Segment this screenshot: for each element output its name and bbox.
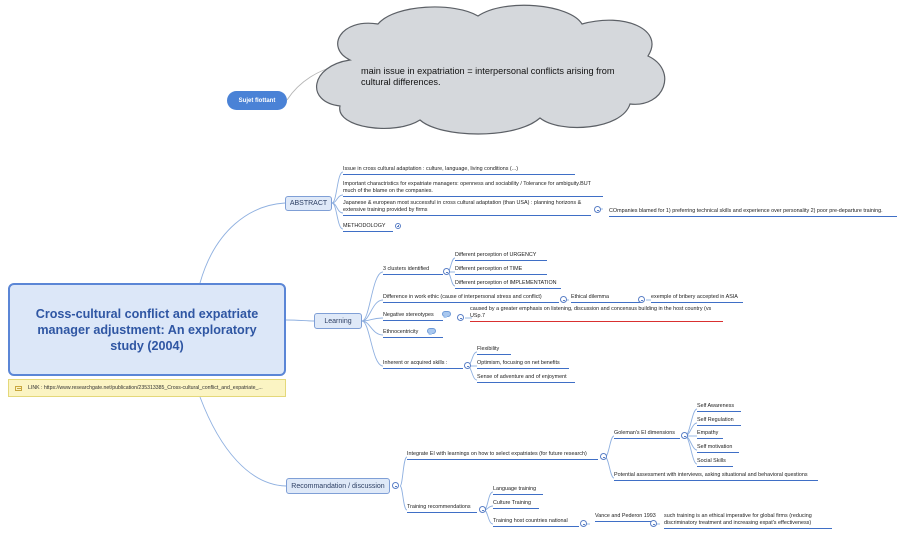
branch-learning-label: Learning xyxy=(324,317,352,325)
cluster-urgency[interactable]: Different perception of URGENCY xyxy=(455,252,547,261)
training-recommendations[interactable]: Training recommendations xyxy=(407,504,477,513)
ethnocentricity[interactable]: Ethnocentricity xyxy=(383,329,443,338)
collapse-icon[interactable] xyxy=(681,432,688,439)
cloud-shape xyxy=(316,4,666,135)
goleman-self-awareness[interactable]: Self Awareness xyxy=(697,403,741,412)
training-host-nationals[interactable]: Training host countries national xyxy=(493,518,579,527)
goleman-social-skills[interactable]: Social Skills xyxy=(697,458,733,467)
skill-optimism[interactable]: Optimism, focusing on net benefits xyxy=(477,360,569,369)
central-topic-title: Cross-cultural conflict and expatriate m… xyxy=(35,306,259,353)
goleman-self-regulation[interactable]: Self Regulation xyxy=(697,417,741,426)
collapse-icon[interactable] xyxy=(457,314,464,321)
collapse-icon[interactable] xyxy=(560,296,567,303)
collapse-icon[interactable] xyxy=(600,453,607,460)
branch-recommendation-label: Recommandation / discussion xyxy=(291,482,385,490)
branch-abstract[interactable]: ABSTRACT xyxy=(285,196,332,211)
bribery-example[interactable]: exemple of bribery accepted in ASIA xyxy=(651,294,743,303)
goleman-dimensions[interactable]: Goleman's EI dimensions xyxy=(614,430,680,439)
companies-note[interactable]: COmpanies blamed for 1) preferring techn… xyxy=(609,208,897,217)
collapse-icon[interactable] xyxy=(464,362,471,369)
expand-icon[interactable] xyxy=(395,223,401,229)
note-icon[interactable] xyxy=(442,311,451,317)
abstract-item-1[interactable]: Issue in cross cultural adaptation : cul… xyxy=(343,166,575,175)
abstract-item-3[interactable]: Japanese & european most successful in c… xyxy=(343,200,591,216)
cluster-time[interactable]: Different perception of TIME xyxy=(455,266,547,275)
integrate-ei[interactable]: Integrate EI with learnings on how to se… xyxy=(407,451,598,460)
branch-learning[interactable]: Learning xyxy=(314,313,362,329)
link-icon xyxy=(15,385,22,391)
abstract-item-2[interactable]: Important charactristics for expatriate … xyxy=(343,181,603,197)
work-ethic[interactable]: Difference in work ethic (cause of inter… xyxy=(383,294,559,303)
skills-label[interactable]: Inherent or acquired skills : xyxy=(383,360,463,369)
training-culture[interactable]: Culture Training xyxy=(493,500,539,509)
vance-reference[interactable]: Vance and Pederon 1993 xyxy=(595,513,656,522)
branch-abstract-label: ABSTRACT xyxy=(289,200,328,207)
cluster-implementation[interactable]: Different perception of IMPLEMENTATION xyxy=(455,280,561,289)
potential-assessment[interactable]: Potential assessment with interviews, as… xyxy=(614,472,818,481)
collapse-icon[interactable] xyxy=(443,268,450,275)
collapse-icon[interactable] xyxy=(594,206,601,213)
collapse-icon[interactable] xyxy=(392,482,399,489)
goleman-self-motivation[interactable]: Self motivation xyxy=(697,444,739,453)
skill-adventure[interactable]: Sense of adventure and of enjoyment xyxy=(477,374,575,383)
central-topic[interactable]: Cross-cultural conflict and expatriate m… xyxy=(8,283,286,376)
stereotypes-cause[interactable]: caused by a greater emphasis on listenin… xyxy=(470,306,723,322)
learning-clusters[interactable]: 3 clusters identified xyxy=(383,266,443,275)
abstract-item-methodology[interactable]: METHODOLOGY xyxy=(343,223,393,232)
collapse-icon[interactable] xyxy=(479,506,486,513)
ethical-dilemma[interactable]: Ethical dilemma xyxy=(571,294,641,303)
link-bar[interactable]: LINK : https://www.researchgate.net/publ… xyxy=(8,379,286,397)
skill-flexibility[interactable]: Flexibility xyxy=(477,346,511,355)
collapse-icon[interactable] xyxy=(580,520,587,527)
negative-stereotypes[interactable]: Negative stereotypes xyxy=(383,312,443,321)
floating-topic[interactable]: Sujet flottant xyxy=(227,91,287,110)
vance-note[interactable]: such training is an ethical imperative f… xyxy=(664,513,832,529)
link-text[interactable]: LINK : https://www.researchgate.net/publ… xyxy=(28,385,263,391)
training-language[interactable]: Language training xyxy=(493,486,543,495)
cloud-note-text[interactable]: main issue in expatriation = interperson… xyxy=(361,66,615,87)
branch-recommendation[interactable]: Recommandation / discussion xyxy=(286,478,390,494)
collapse-icon[interactable] xyxy=(638,296,645,303)
note-icon[interactable] xyxy=(427,328,436,334)
goleman-empathy[interactable]: Empathy xyxy=(697,430,723,439)
collapse-icon[interactable] xyxy=(650,520,657,527)
